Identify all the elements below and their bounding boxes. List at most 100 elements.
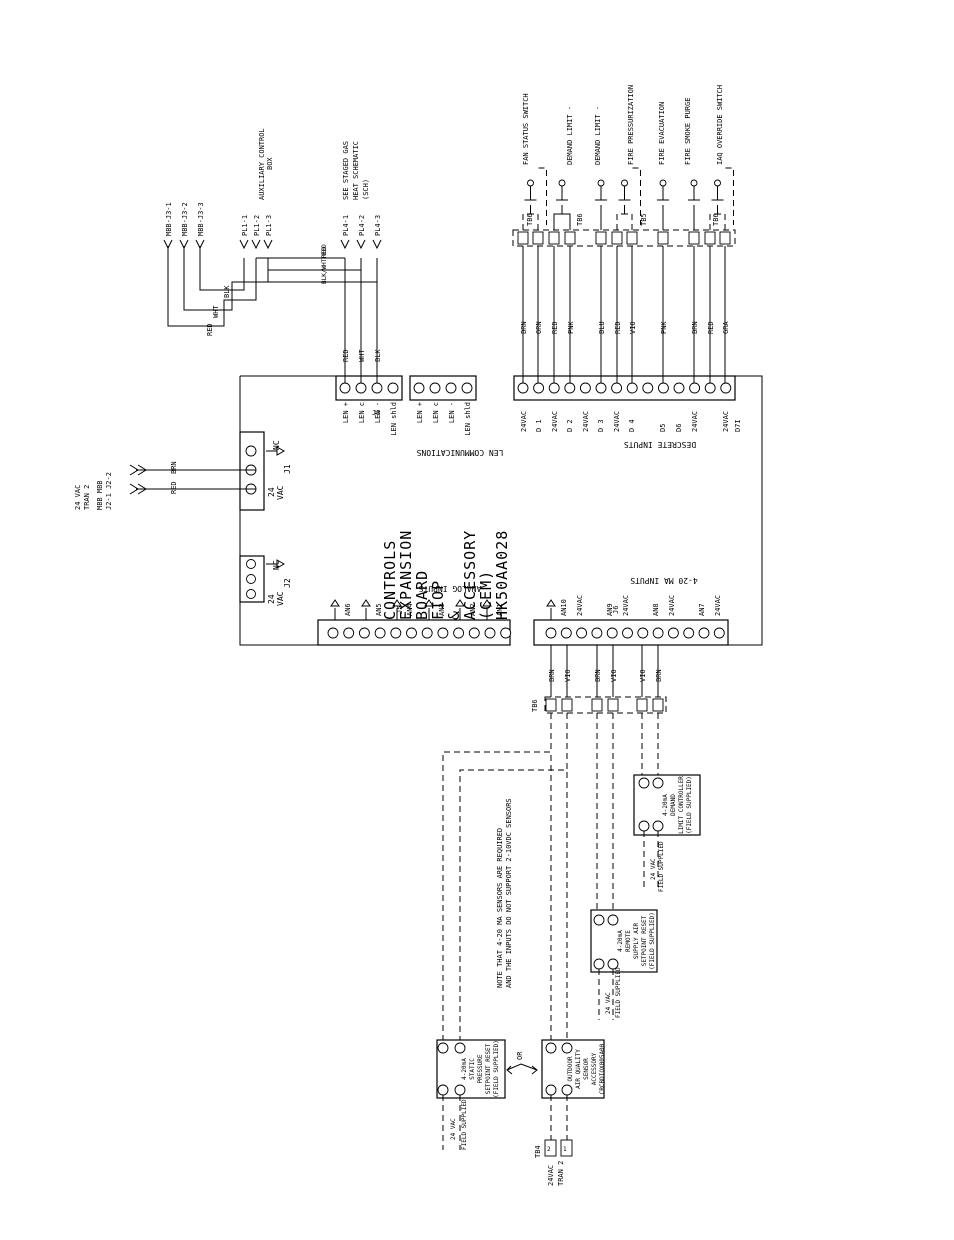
j1-wires	[136, 469, 256, 490]
discrete-terminal-label: D 1	[535, 419, 543, 432]
board-outline	[239, 375, 336, 646]
analog-pin	[468, 627, 480, 639]
j5-label: J5	[396, 606, 404, 614]
j3-term: LEN shld	[390, 402, 398, 436]
aux-title-line: BOX	[266, 157, 274, 170]
device-text-line: OUTDOOR	[567, 1056, 574, 1082]
j3-pins	[339, 382, 399, 394]
device-text-line: CRCBDIOX005A00	[599, 1043, 606, 1094]
analog-pin	[484, 627, 496, 639]
j3-term: LEN +	[342, 402, 350, 423]
ma-terminal-label: 24VAC	[622, 595, 630, 616]
gas-note-line: HEAT SCHEMATIC	[352, 141, 360, 200]
iaq-sensor-device	[541, 1039, 605, 1099]
ma-pin	[698, 627, 710, 639]
tb-top-terminal	[532, 231, 544, 245]
j3-wire-red: RED	[342, 349, 350, 362]
discrete-pin	[642, 382, 654, 394]
discrete-pin	[689, 382, 701, 394]
j1-pin-24: 24	[267, 487, 276, 497]
discrete-wire-color: BRN	[520, 321, 528, 334]
ma-wire-brn-2: BRN	[594, 669, 602, 682]
discrete-pin	[595, 382, 607, 394]
discrete-wire-color: BRN	[691, 321, 699, 334]
board-outline-right	[728, 375, 763, 646]
j3-term: LEN -	[374, 402, 382, 423]
switch-lead	[530, 213, 539, 230]
tb4-source-line: TRAN 2	[557, 1161, 565, 1186]
ma-terminal-label: AN10	[560, 599, 568, 616]
tb6-ma-label: TB6	[531, 699, 539, 712]
board-title: CONTROLS EXPANSION BOARD FIOP & ACCESSOR…	[381, 530, 511, 620]
switch-contact	[618, 186, 631, 214]
analog-terminal-label: AN2	[469, 603, 477, 616]
tb4-pin: 1	[563, 1146, 567, 1153]
mbb-j3-1: MBB-J3-1	[165, 202, 173, 236]
j1-pin-nc: NC	[272, 440, 281, 450]
ma-terminal-label: 24VAC	[668, 595, 676, 616]
aux-title-line: AUXILIARY CONTROL	[258, 128, 266, 200]
analog-arrow	[482, 599, 492, 620]
tb4-label: TB4	[534, 1145, 542, 1158]
j3-wire-wht: WHT	[358, 349, 366, 362]
device-text-line: (FIELD SUPPLIED)	[686, 776, 693, 834]
ma-pin	[713, 627, 725, 639]
switch-dashed-link	[538, 167, 547, 225]
discrete-terminal-label: D7I	[734, 419, 742, 432]
supply-air-supply-line: FIELD SUPPLIED	[615, 967, 622, 1018]
gas-wire-red: RED	[321, 247, 328, 258]
device-text-line: REMOTE	[625, 930, 632, 952]
switch-label: DEMAND LIMIT -	[594, 106, 602, 165]
ma-terminal-label: AN9	[606, 603, 614, 616]
static-supply-wires	[442, 1095, 461, 1150]
tb-top-terminal	[611, 231, 623, 245]
aux-wire-red: RED	[206, 323, 214, 336]
analog-pin	[374, 627, 386, 639]
tb-strip-discrete	[512, 229, 736, 247]
discrete-wire-color: RED	[551, 321, 559, 334]
analog-inputs-label: ANALOG INPUTS	[419, 584, 482, 593]
discrete-pin	[517, 382, 529, 394]
gas-note-line: (SCH)	[362, 179, 370, 200]
tb-top-terminal	[704, 231, 716, 245]
ma-pin	[667, 627, 679, 639]
switch-dashed-link	[725, 167, 734, 225]
discrete-pin	[720, 382, 732, 394]
j3-label: J3	[372, 409, 380, 417]
analog-pin	[390, 627, 402, 639]
board-title-line: EXPANSION	[397, 530, 415, 620]
discrete-connector	[513, 375, 736, 401]
j4-term: LEN +	[416, 402, 424, 423]
device-text-line: AIR QUALITY	[575, 1049, 582, 1089]
board-title-line: ACCESSORY	[461, 530, 479, 620]
note-line: NOTE THAT 4-20 MA SENSORS ARE REQUIRED	[496, 828, 504, 988]
or-arrow	[506, 1063, 538, 1075]
device-text-line: SENSOR	[583, 1058, 590, 1080]
discrete-pin	[611, 382, 623, 394]
tb6-ma-terms	[545, 698, 664, 712]
discrete-terminal-label: 24VAC	[520, 411, 528, 432]
ma-pin	[637, 627, 649, 639]
tb6-strip-ma	[544, 696, 667, 714]
static-pressure-device	[436, 1039, 506, 1099]
j4-connector	[409, 375, 477, 401]
pl1-3: PL1-3	[265, 215, 273, 236]
switch-lead	[717, 213, 726, 230]
j1-wire-brn: BRN	[170, 461, 178, 474]
switch-contact	[595, 186, 607, 214]
discrete-terminal-label: D 3	[597, 419, 605, 432]
j1-wire-red: RED	[170, 481, 178, 494]
tb-top-terminals	[517, 231, 731, 245]
discrete-wire-color: GRA	[722, 321, 730, 334]
ma-pin	[606, 627, 618, 639]
len-communications-label: LEN COMMUNICATIONS	[416, 448, 503, 457]
j2-connector	[239, 555, 265, 603]
analog-pin	[500, 627, 512, 639]
analog-terminal-label: AN5	[375, 603, 383, 616]
j1-pin-vac: VAC	[276, 485, 285, 500]
j4-term: LEN c	[432, 402, 440, 423]
